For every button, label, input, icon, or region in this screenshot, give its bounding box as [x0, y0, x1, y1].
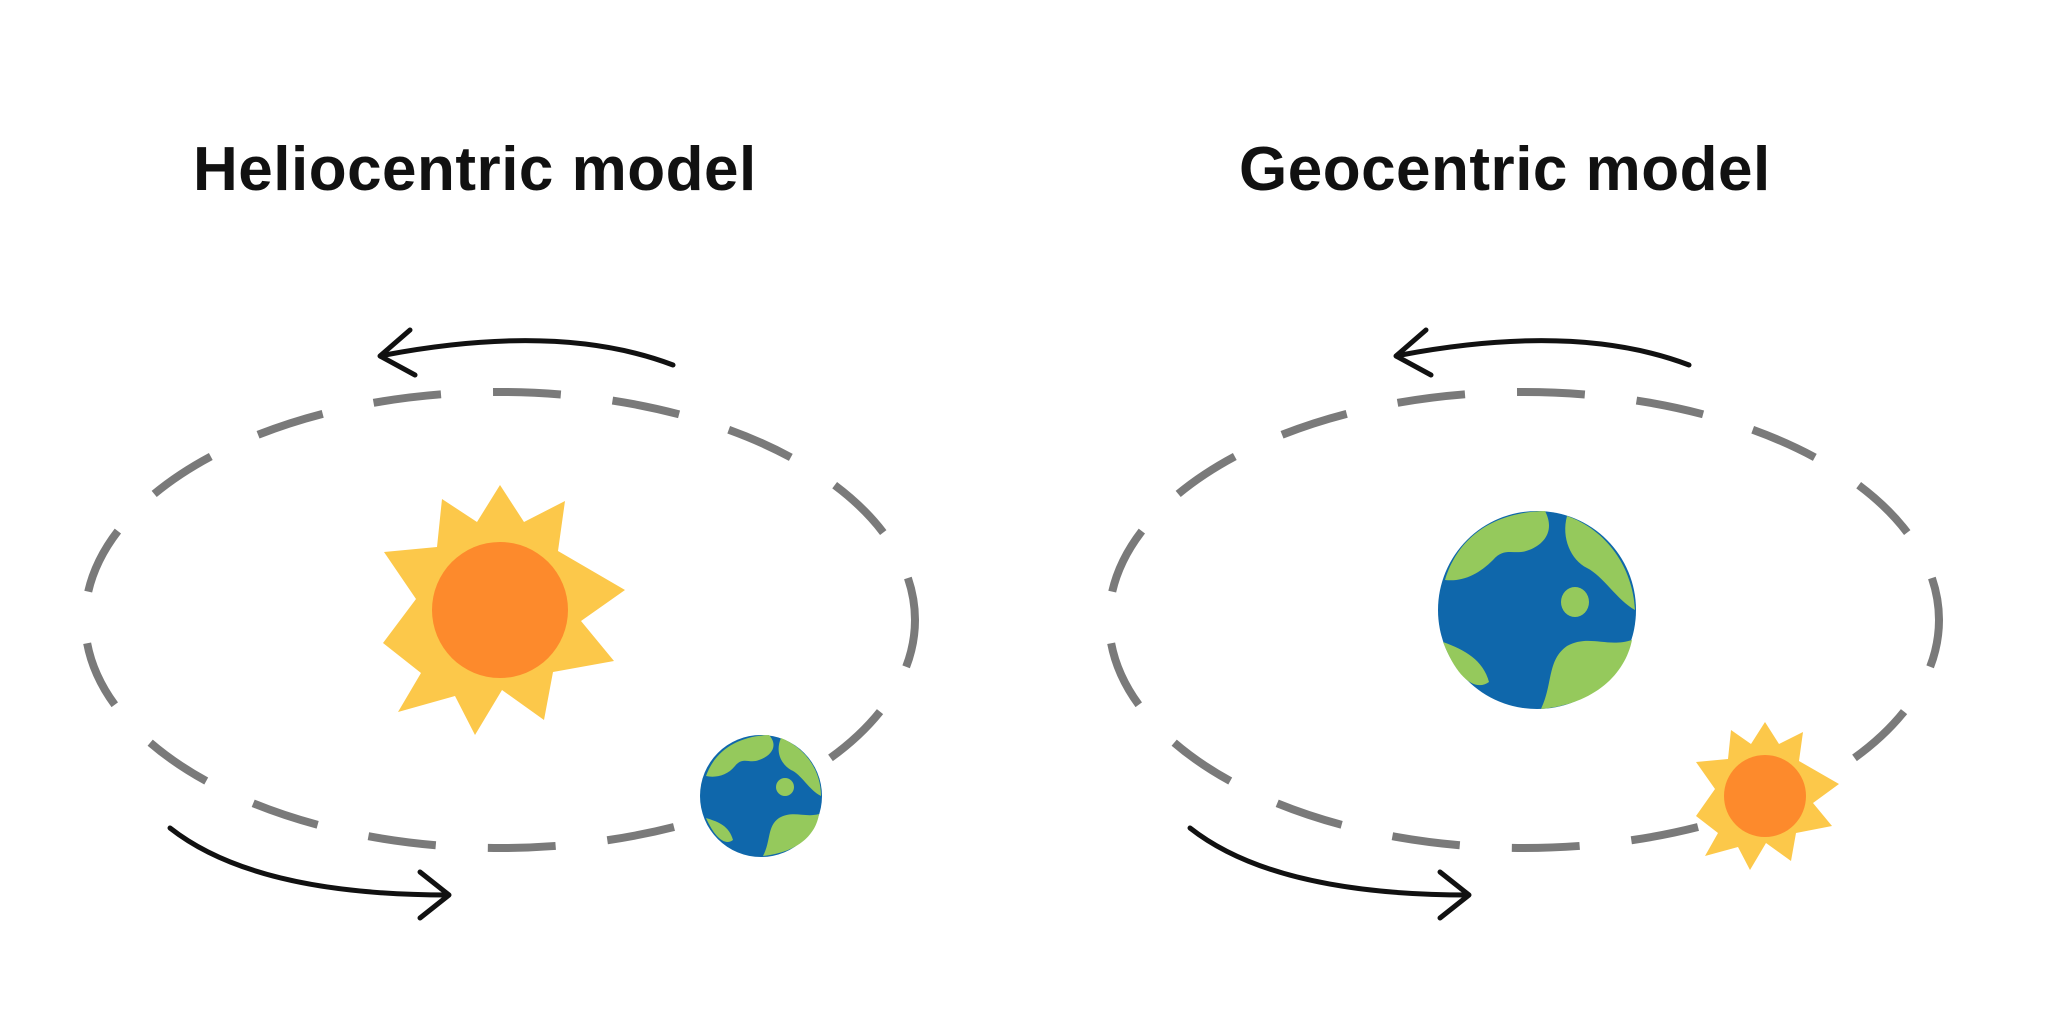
- direction-arrow-icon: [167, 825, 452, 921]
- orbit-path: [1105, 388, 1943, 852]
- orbit-path: [81, 388, 919, 852]
- direction-arrow-icon: [377, 327, 676, 378]
- earth-icon: [700, 735, 822, 857]
- geocentric-diagram: [1105, 327, 1943, 921]
- sun-icon: [383, 485, 625, 735]
- heliocentric-diagram: [81, 327, 919, 921]
- direction-arrow-icon: [1187, 825, 1472, 921]
- earth-icon: [1438, 511, 1636, 709]
- geocentric-panel: Geocentric model: [1024, 0, 2048, 1024]
- heliocentric-panel: Heliocentric model: [81, 135, 919, 921]
- direction-arrow-icon: [1393, 327, 1692, 378]
- geocentric-title: Geocentric model: [1239, 135, 1771, 204]
- heliocentric-title: Heliocentric model: [193, 135, 757, 204]
- sun-icon: [1696, 722, 1839, 870]
